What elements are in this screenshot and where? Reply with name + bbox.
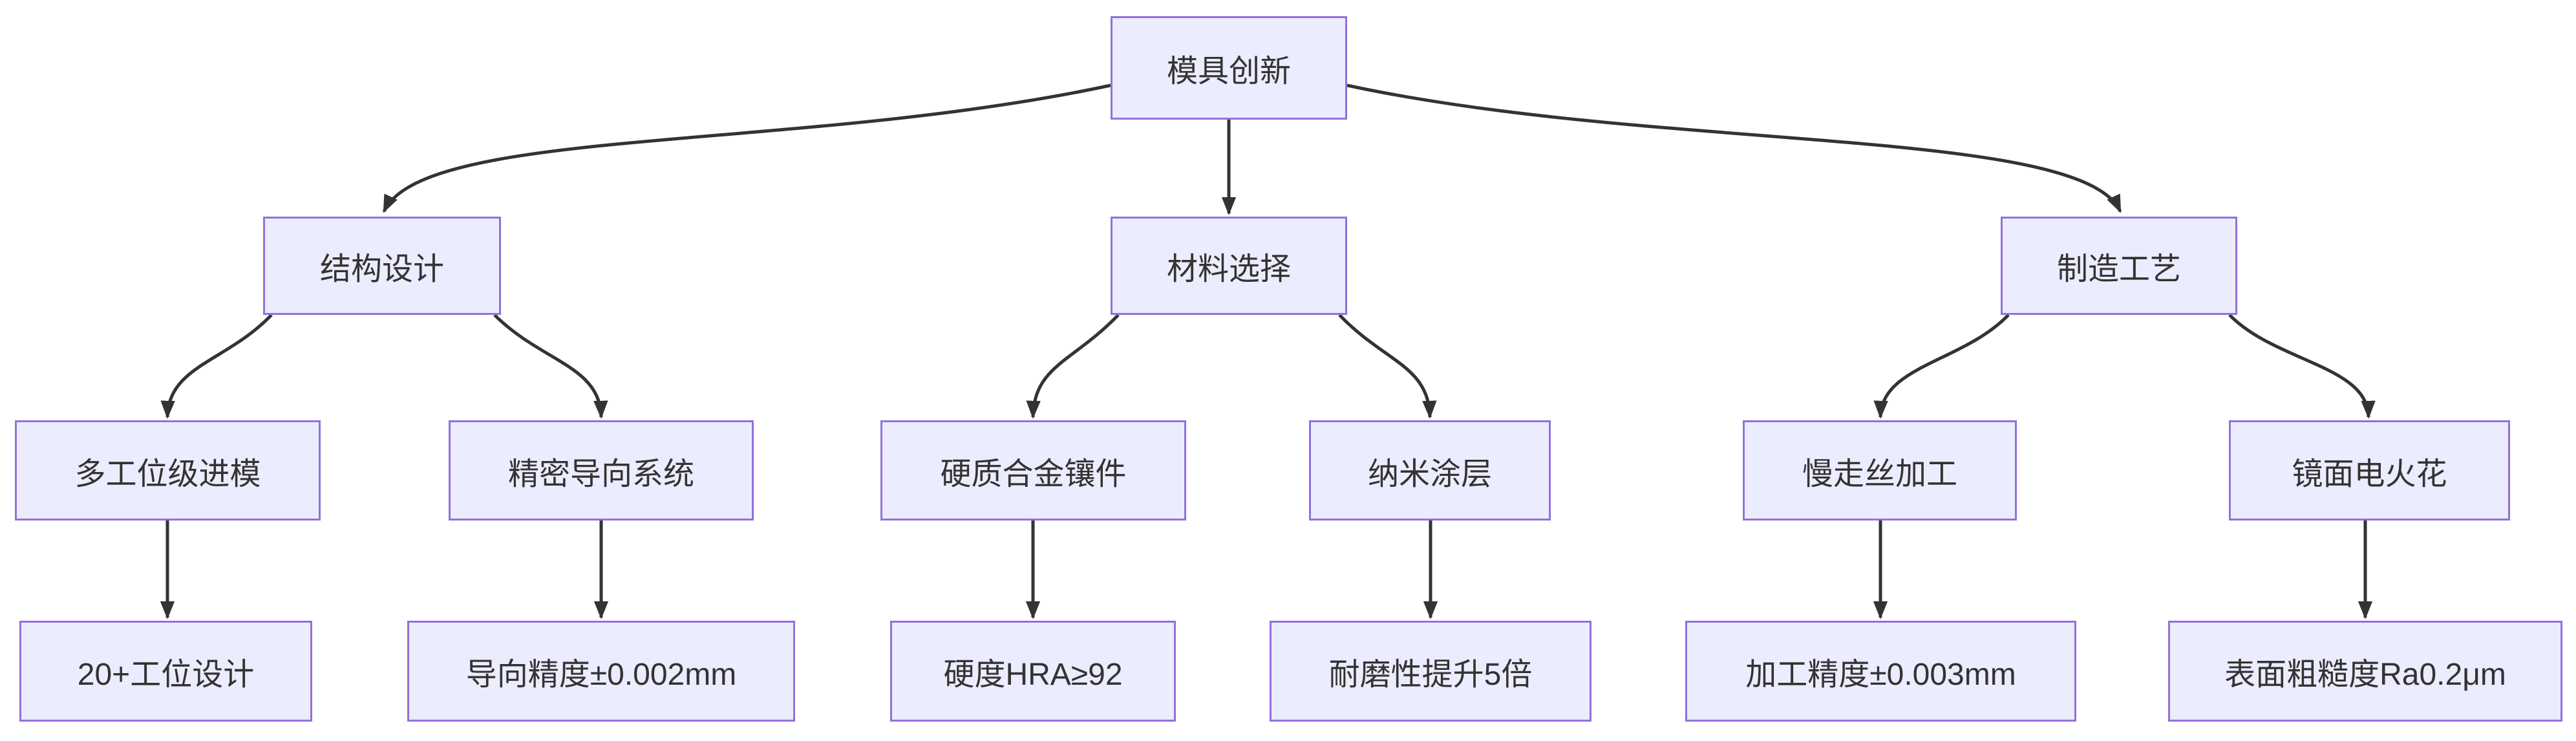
node-nano-coating: 纳米涂层: [1309, 420, 1551, 521]
node-structure-design-label: 结构设计: [319, 252, 444, 286]
node-machining-precision-label: 加工精度±0.003mm: [1745, 658, 2016, 692]
node-wire-edm: 慢走丝加工: [1743, 420, 2017, 521]
edge-structure-guide-system: [493, 314, 608, 419]
edge-root-structure: [382, 83, 1111, 213]
node-surface-roughness-label: 表面粗糙度Ra0.2μm: [2224, 658, 2506, 692]
node-guide-precision-label: 导向精度±0.002mm: [465, 658, 737, 692]
node-precision-guide-system-label: 精密导向系统: [507, 456, 694, 491]
node-hardness-label: 硬度HRA≥92: [943, 658, 1123, 692]
node-carbide-insert: 硬质合金镶件: [880, 420, 1186, 521]
node-material-selection: 材料选择: [1111, 217, 1347, 315]
edge-process-wire-edm: [1873, 314, 2010, 419]
node-manufacturing-process-label: 制造工艺: [2056, 252, 2181, 286]
node-root: 模具创新: [1111, 16, 1347, 120]
edge-process-mirror-edm: [2228, 314, 2376, 419]
node-mirror-edm: 镜面电火花: [2229, 420, 2510, 521]
node-surface-roughness: 表面粗糙度Ra0.2μm: [2168, 621, 2562, 722]
edge-material-carbide-insert: [1026, 314, 1120, 419]
node-multi-station-die-label: 多工位级进模: [74, 456, 261, 491]
node-root-label: 模具创新: [1166, 54, 1291, 89]
node-station-design-label: 20+工位设计: [77, 658, 255, 692]
node-wear-resistance: 耐磨性提升5倍: [1270, 621, 1591, 722]
node-wire-edm-label: 慢走丝加工: [1802, 456, 1957, 491]
node-guide-precision: 导向精度±0.002mm: [407, 621, 795, 722]
node-station-design: 20+工位设计: [19, 621, 312, 722]
node-nano-coating-label: 纳米涂层: [1367, 456, 1492, 491]
edge-root-process: [1347, 83, 2122, 213]
node-manufacturing-process: 制造工艺: [2001, 217, 2237, 315]
node-multi-station-die: 多工位级进模: [15, 420, 321, 521]
node-material-selection-label: 材料选择: [1166, 252, 1291, 286]
node-hardness: 硬度HRA≥92: [890, 621, 1176, 722]
node-mirror-edm-label: 镜面电火花: [2292, 456, 2447, 491]
edge-structure-multi-station: [160, 314, 273, 419]
node-machining-precision: 加工精度±0.003mm: [1685, 621, 2076, 722]
node-structure-design: 结构设计: [263, 217, 501, 315]
node-carbide-insert-label: 硬质合金镶件: [940, 456, 1127, 491]
node-precision-guide-system: 精密导向系统: [449, 420, 754, 521]
edge-material-nano-coating: [1338, 314, 1437, 419]
node-wear-resistance-label: 耐磨性提升5倍: [1328, 658, 1533, 692]
